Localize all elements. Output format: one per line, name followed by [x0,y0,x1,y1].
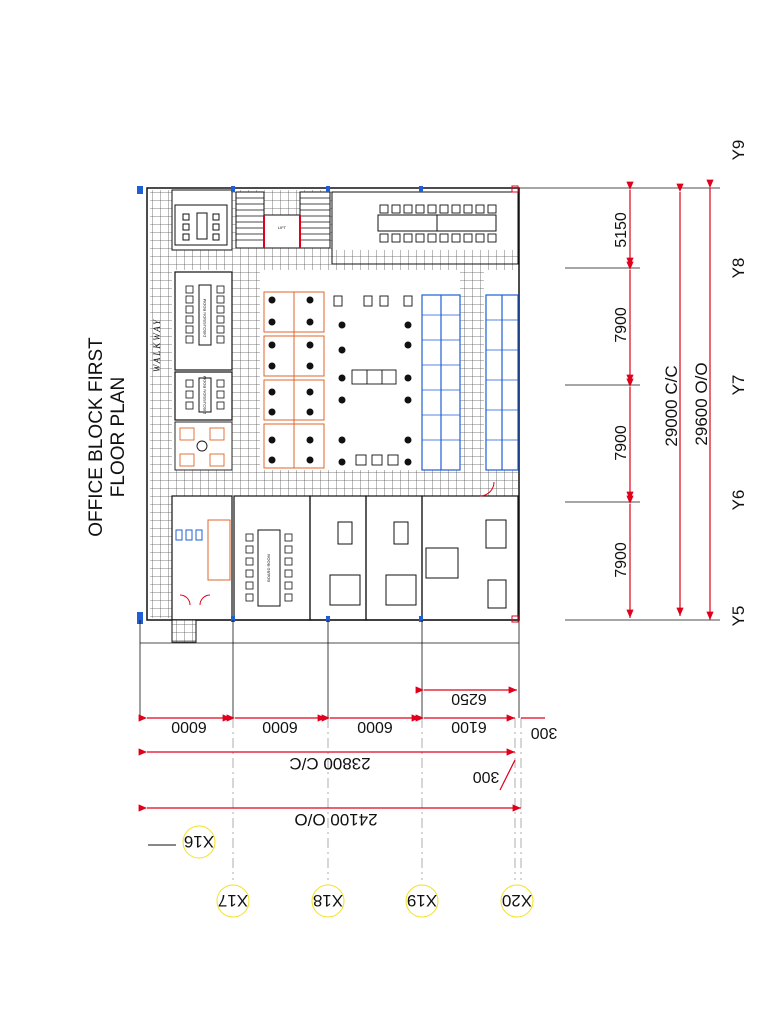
corner-markers [511,185,519,623]
x-spacing-2: 6000 [262,718,298,735]
x-axis-label-x17: X17 [218,891,248,910]
x-partial-6250: 6250 [451,690,487,707]
x-dimension-lines [138,686,545,812]
x-spacing-4: 6100 [451,718,487,735]
x-axis-bubble-x17: X17 [216,884,250,918]
stair-lift-core: LIFT [235,191,331,249]
discussion-room-a-label: DISCUSSION ROOM [202,299,207,337]
x-axis-bubble-x19: X19 [405,884,439,918]
y-overall-oo: 29600 O/O [692,362,711,445]
lift-label: LIFT [278,225,287,230]
discussion-room-b: DISCUSSION ROOM [174,371,233,421]
x-overall-oo: 24100 O/O [294,810,377,829]
x-center-lines [232,718,522,880]
y-dimension-lines [626,179,714,620]
washrooms [171,495,233,643]
cubicle-block-a [421,294,461,471]
plan-title-line2: FLOOR PLAN [108,376,129,498]
y-dimension-texts: 5150 7900 7900 7900 29000 C/C 29600 O/O [613,212,711,578]
y-axis-label-y8: Y8 [729,258,748,279]
conference-area [331,191,519,265]
y-axis-label-y9: Y9 [729,140,748,161]
plan-title: OFFICE BLOCK FIRST FLOOR PLAN [86,317,130,557]
discussion-room-b-label: DISCUSSION ROOM [202,376,207,414]
x-axis-labels: X16 X17 X18 X19 X20 [148,825,534,918]
cubicle-block-b [485,294,519,471]
x-spacing-3: 6000 [357,718,393,735]
y-axis-labels: Y9 Y8 Y7 Y6 Y5 [729,140,748,627]
x-dimension-texts: 6000 6000 6000 6100 6250 300 300 23800 C… [171,690,557,829]
board-room: BOARD ROOM [233,495,311,621]
x-edge-offset: 300 [531,724,558,741]
x-grid-lines [139,620,520,718]
small-meeting-room [174,204,228,246]
discussion-room-a: DISCUSSION ROOM [174,271,233,371]
y-axis-label-y6: Y6 [729,490,748,511]
y-spacing-4: 7900 [613,542,630,578]
lounge-area [174,421,233,471]
x-axis-bubble-x18: X18 [311,884,345,918]
x-spacing-1: 6000 [171,718,207,735]
y-axis-label-y5: Y5 [729,606,748,627]
y-spacing-1: 5150 [613,212,630,248]
x-axis-label-x18: X18 [313,891,343,910]
open-workstations [263,291,413,469]
y-spacing-2: 7900 [613,307,630,343]
x-overall-cc: 23800 C/C [289,754,370,773]
board-room-label: BOARD ROOM [266,554,271,582]
plan-title-line1: OFFICE BLOCK FIRST [86,337,107,537]
x-axis-bubble-x20: X20 [500,884,534,918]
x-edge-offset-b: 300 [473,768,500,785]
column-markers [137,186,423,624]
x-axis-bubble-x16: X16 [148,825,216,859]
x-axis-label-x16: X16 [184,832,214,851]
cabins [309,481,519,621]
y-spacing-3: 7900 [613,425,630,461]
x-axis-label-x19: X19 [407,891,437,910]
x-axis-label-x20: X20 [502,891,532,910]
y-axis-label-y7: Y7 [729,375,748,396]
y-overall-cc: 29000 C/C [662,365,681,446]
walkway-label: WALKWAY [152,318,162,372]
